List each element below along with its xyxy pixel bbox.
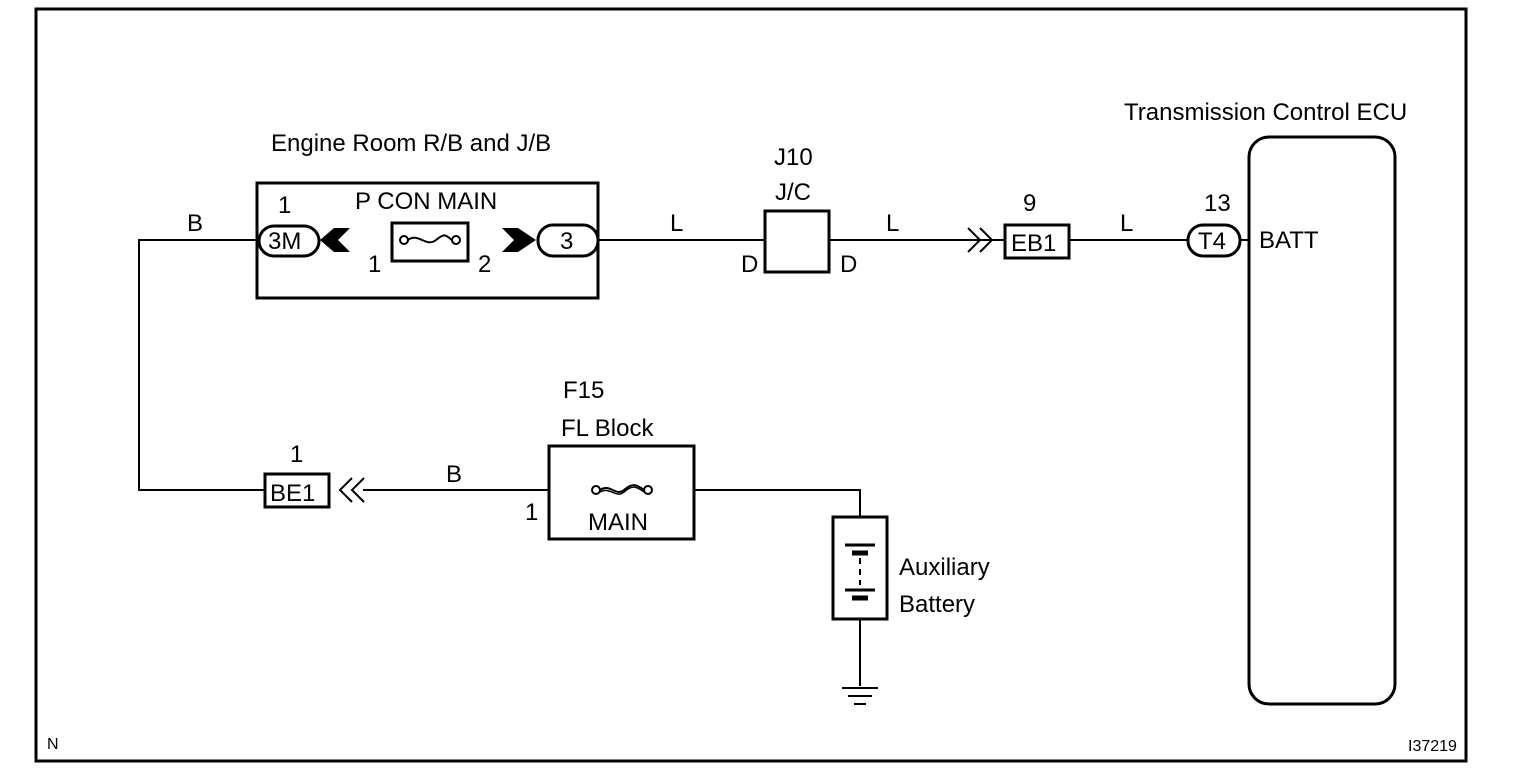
double-arrow-right-icon <box>967 227 994 253</box>
ecu-connector-pin: 13 <box>1204 190 1231 217</box>
transmission-control-ecu: Transmission Control ECU 13 T4 BATT <box>1124 99 1407 706</box>
connector-3m-label: 3M <box>268 228 301 255</box>
figure-id: I37219 <box>1408 738 1457 755</box>
fusible-link-icon <box>591 484 653 495</box>
connector-eb1 <box>1003 223 1071 260</box>
connector-be1 <box>263 472 331 509</box>
battery-label-line2: Battery <box>899 591 975 618</box>
fl-block-fuse-label: MAIN <box>588 509 648 536</box>
connector-3m-pin: 1 <box>278 192 291 219</box>
junction-pin-left: D <box>741 251 758 278</box>
ecu-terminal-label: BATT <box>1259 227 1319 254</box>
junction-box <box>763 209 831 274</box>
ground-icon <box>842 687 878 705</box>
connector-eb1-label: EB1 <box>1011 230 1056 257</box>
wire-b-left-loop <box>138 239 265 491</box>
double-arrow-left-icon <box>338 477 365 503</box>
junction-j10: J10 J/C D D <box>741 144 857 278</box>
battery-icon <box>845 543 875 601</box>
fuse-pin-right: 2 <box>478 251 491 278</box>
wire-color-eb1-to-ecu: L <box>1120 210 1133 237</box>
diagram-frame <box>34 7 1468 763</box>
fuse-pin-left: 1 <box>368 251 381 278</box>
battery-box <box>831 515 889 621</box>
fl-block-id: F15 <box>563 377 604 404</box>
fl-block-title: FL Block <box>561 415 654 442</box>
connector-be1-pin: 1 <box>290 441 303 468</box>
wire-color-left: B <box>187 210 203 237</box>
junction-id: J10 <box>774 144 813 171</box>
battery-label-line1: Auxiliary <box>899 554 990 581</box>
ecu-connector-label: T4 <box>1198 228 1226 255</box>
connector-3m <box>257 224 321 258</box>
ecu-body <box>1247 135 1397 706</box>
connector-3-label: 3 <box>560 228 573 255</box>
engine-room-rb-title: Engine Room R/B and J/B <box>271 130 551 157</box>
wire-color-jc-to-eb1: L <box>886 210 899 237</box>
fuse-icon <box>399 234 461 245</box>
arrow-left-icon <box>320 228 350 252</box>
connector-3 <box>536 223 600 258</box>
junction-pin-right: D <box>840 251 857 278</box>
connector-be1-label: BE1 <box>270 480 315 507</box>
arrow-right-icon <box>502 228 536 252</box>
fl-block-pin: 1 <box>525 499 538 526</box>
connector-eb1-pin: 9 <box>1023 190 1036 217</box>
connector-be1-group: 1 BE1 <box>263 441 365 509</box>
corner-note: N <box>47 736 59 753</box>
engine-room-rb: Engine Room R/B and J/B P CON MAIN 3M 1 … <box>255 130 600 300</box>
auxiliary-battery: Auxiliary Battery <box>831 515 990 621</box>
p-con-main-label: P CON MAIN <box>355 188 497 215</box>
junction-type: J/C <box>775 179 811 206</box>
ecu-title: Transmission Control ECU <box>1124 99 1407 126</box>
connector-eb1-group: 9 EB1 <box>967 190 1071 260</box>
fl-block: F15 FL Block MAIN 1 <box>525 377 696 541</box>
wire-color-rb-to-jc: L <box>670 210 683 237</box>
wire-color-be1-to-fl: B <box>446 461 462 488</box>
ecu-connector-t4 <box>1186 223 1242 258</box>
